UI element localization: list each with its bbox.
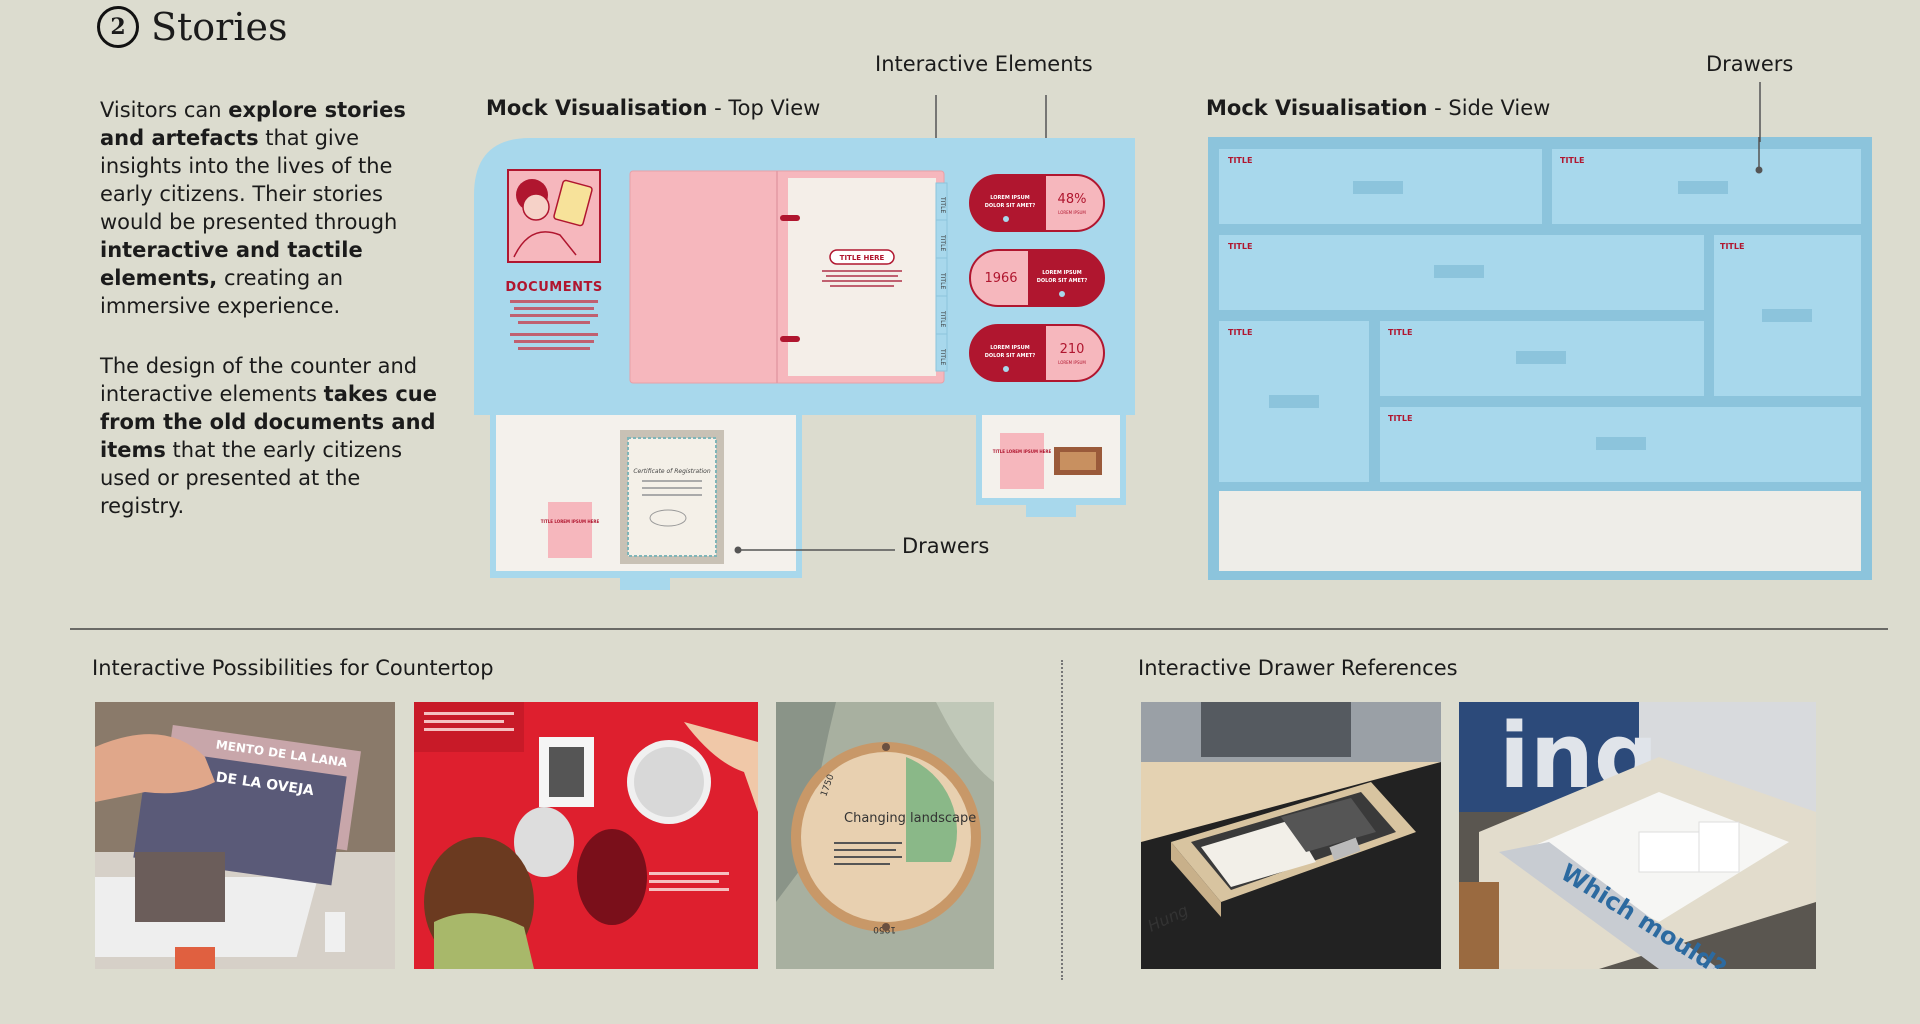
interactive-pill-2: 1966 LOREM IPSUM DOLOR SIT AMET? [969, 249, 1105, 307]
top-view-label-bold: Mock Visualisation [486, 96, 708, 120]
binder-tab-5: TITLE [939, 348, 946, 365]
intro-p1-run-2: that give insights into the lives of the… [100, 126, 398, 234]
svg-text:LOREM IPSUM: LOREM IPSUM [990, 195, 1029, 201]
top-view-label: Mock Visualisation - Top View [486, 96, 820, 120]
step-number-badge: 2 [97, 6, 139, 48]
photo-countertop-2 [414, 702, 758, 969]
drawer-card-right: TITLE LOREM IPSUM HERE [993, 449, 1052, 454]
top-view-diagram: DOCUMENTS TITLE TITLE TITLE TITLE TITLE … [474, 95, 1135, 590]
countertop-heading: Interactive Possibilities for Countertop [92, 656, 494, 680]
side-view-diagram: TITLE TITLE TITLE TITLE TITLE TITLE TITL… [1208, 137, 1872, 580]
svg-text:LOREM IPSUM: LOREM IPSUM [1058, 210, 1086, 215]
top-view-label-rest: - Top View [707, 96, 821, 120]
drawer-card-left: TITLE LOREM IPSUM HERE [541, 519, 600, 524]
side-drawer-1: TITLE [1219, 149, 1542, 224]
photo3-title: Changing landscape [844, 811, 976, 826]
svg-text:DOLOR SIT AMET?: DOLOR SIT AMET? [985, 353, 1036, 359]
intro-p1-run-4: creating an immersive experience. [100, 266, 344, 318]
page-title: Stories [151, 5, 288, 49]
binder-tab-1: TITLE [939, 196, 946, 213]
svg-text:LOREM IPSUM: LOREM IPSUM [990, 345, 1029, 351]
side-drawer-2: TITLE [1552, 149, 1861, 224]
documents-panel: DOCUMENTS [505, 169, 602, 350]
svg-text:TITLE: TITLE [1388, 328, 1412, 337]
documents-label: DOCUMENTS [505, 280, 602, 295]
pill-2-value: 1966 [984, 271, 1017, 286]
svg-text:TITLE: TITLE [1228, 242, 1252, 251]
svg-text:TITLE: TITLE [1720, 242, 1744, 251]
photo-countertop-3: Changing landscape 1750 1950 [776, 702, 994, 969]
interactive-pill-1: LOREM IPSUM DOLOR SIT AMET? 48% LOREM IP… [969, 174, 1105, 232]
callout-drawers-side: Drawers [1706, 52, 1794, 76]
side-callout-line [1759, 82, 1761, 142]
side-drawer-6: TITLE [1380, 321, 1704, 396]
binder-tab-3: TITLE [939, 272, 946, 289]
binder-book: TITLE TITLE TITLE TITLE TITLE TITLE HERE [629, 170, 948, 384]
dotted-separator [1061, 660, 1063, 980]
pill-1-value: 48% [1058, 192, 1087, 207]
side-drawer-5: TITLE [1219, 321, 1369, 482]
drawer-left-top-view: Certificate of Registration TITLE LOREM … [490, 415, 895, 590]
photo-drawer-ref-2: ing Which mould? [1459, 702, 1816, 969]
svg-text:TITLE: TITLE [1560, 156, 1584, 165]
callout-drawers-top: Drawers [902, 534, 990, 558]
binder-title: TITLE HERE [840, 254, 885, 262]
section-divider [70, 628, 1888, 630]
intro-p2-run-0: The design of the counter and interactiv… [100, 354, 418, 406]
svg-text:TITLE: TITLE [1228, 328, 1252, 337]
interactive-pill-3: LOREM IPSUM DOLOR SIT AMET? 210 LOREM IP… [969, 324, 1105, 382]
side-view-label-bold: Mock Visualisation [1206, 96, 1428, 120]
svg-text:LOREM IPSUM: LOREM IPSUM [1058, 360, 1086, 365]
svg-text:TITLE: TITLE [1388, 414, 1412, 423]
photo-drawer-ref-1: Hung [1141, 702, 1441, 969]
intro-p1-run-0: Visitors can [100, 98, 229, 122]
binder-tab-2: TITLE [939, 234, 946, 251]
svg-text:DOLOR SIT AMET?: DOLOR SIT AMET? [1037, 278, 1088, 284]
certificate-title: Certificate of Registration [633, 468, 711, 475]
intro-p1-run-1: explore stories and artefacts [100, 98, 406, 150]
intro-paragraph-2: The design of the counter and interactiv… [100, 352, 440, 520]
side-view-label: Mock Visualisation - Side View [1206, 96, 1550, 120]
drawer-right-top-view: TITLE LOREM IPSUM HERE [976, 415, 1126, 517]
side-drawer-4: TITLE [1714, 235, 1861, 396]
svg-text:TITLE: TITLE [1228, 156, 1252, 165]
side-view-label-rest: - Side View [1427, 96, 1551, 120]
intro-p2-run-2: that the early citizens used or presente… [100, 438, 403, 518]
side-drawer-7: TITLE [1380, 407, 1861, 482]
pill-3-value: 210 [1060, 342, 1085, 357]
drawer-refs-heading: Interactive Drawer References [1138, 656, 1458, 680]
page-header: 2 Stories [97, 5, 288, 49]
svg-text:DOLOR SIT AMET?: DOLOR SIT AMET? [985, 203, 1036, 209]
cabinet-base [1219, 491, 1861, 571]
intro-p2-run-1: takes cue from the old documents and ite… [100, 382, 437, 462]
callout-interactive-elements: Interactive Elements [875, 52, 1093, 76]
binder-tab-4: TITLE [939, 310, 946, 327]
intro-paragraph-1: Visitors can explore stories and artefac… [100, 96, 440, 320]
intro-p1-run-3: interactive and tactile elements, [100, 238, 363, 290]
side-drawer-3: TITLE [1219, 235, 1704, 310]
svg-text:LOREM IPSUM: LOREM IPSUM [1042, 270, 1081, 276]
photo-countertop-1: MENTO DE LA LANA DE LA OVEJA [95, 702, 395, 969]
